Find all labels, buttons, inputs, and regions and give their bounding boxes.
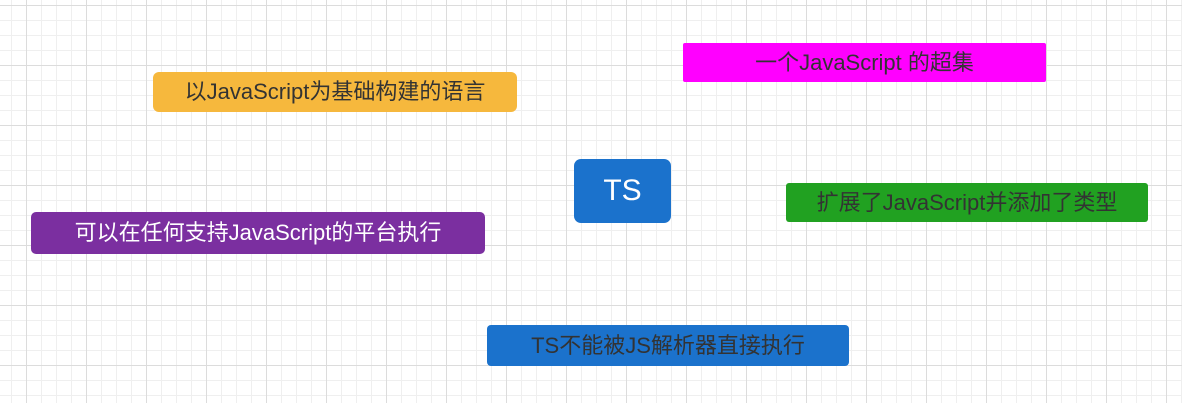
topic-node-runs-anywhere[interactable]: 可以在任何支持JavaScript的平台执行 (31, 212, 485, 254)
topic-node-superset[interactable]: 一个JavaScript 的超集 (683, 43, 1046, 82)
topic-node-based-on-js[interactable]: 以JavaScript为基础构建的语言 (153, 72, 517, 112)
topic-node-not-directly-executable[interactable]: TS不能被JS解析器直接执行 (487, 325, 849, 366)
topic-node-ts-root[interactable]: TS (574, 159, 671, 223)
topic-node-extends-js[interactable]: 扩展了JavaScript并添加了类型 (786, 183, 1148, 222)
